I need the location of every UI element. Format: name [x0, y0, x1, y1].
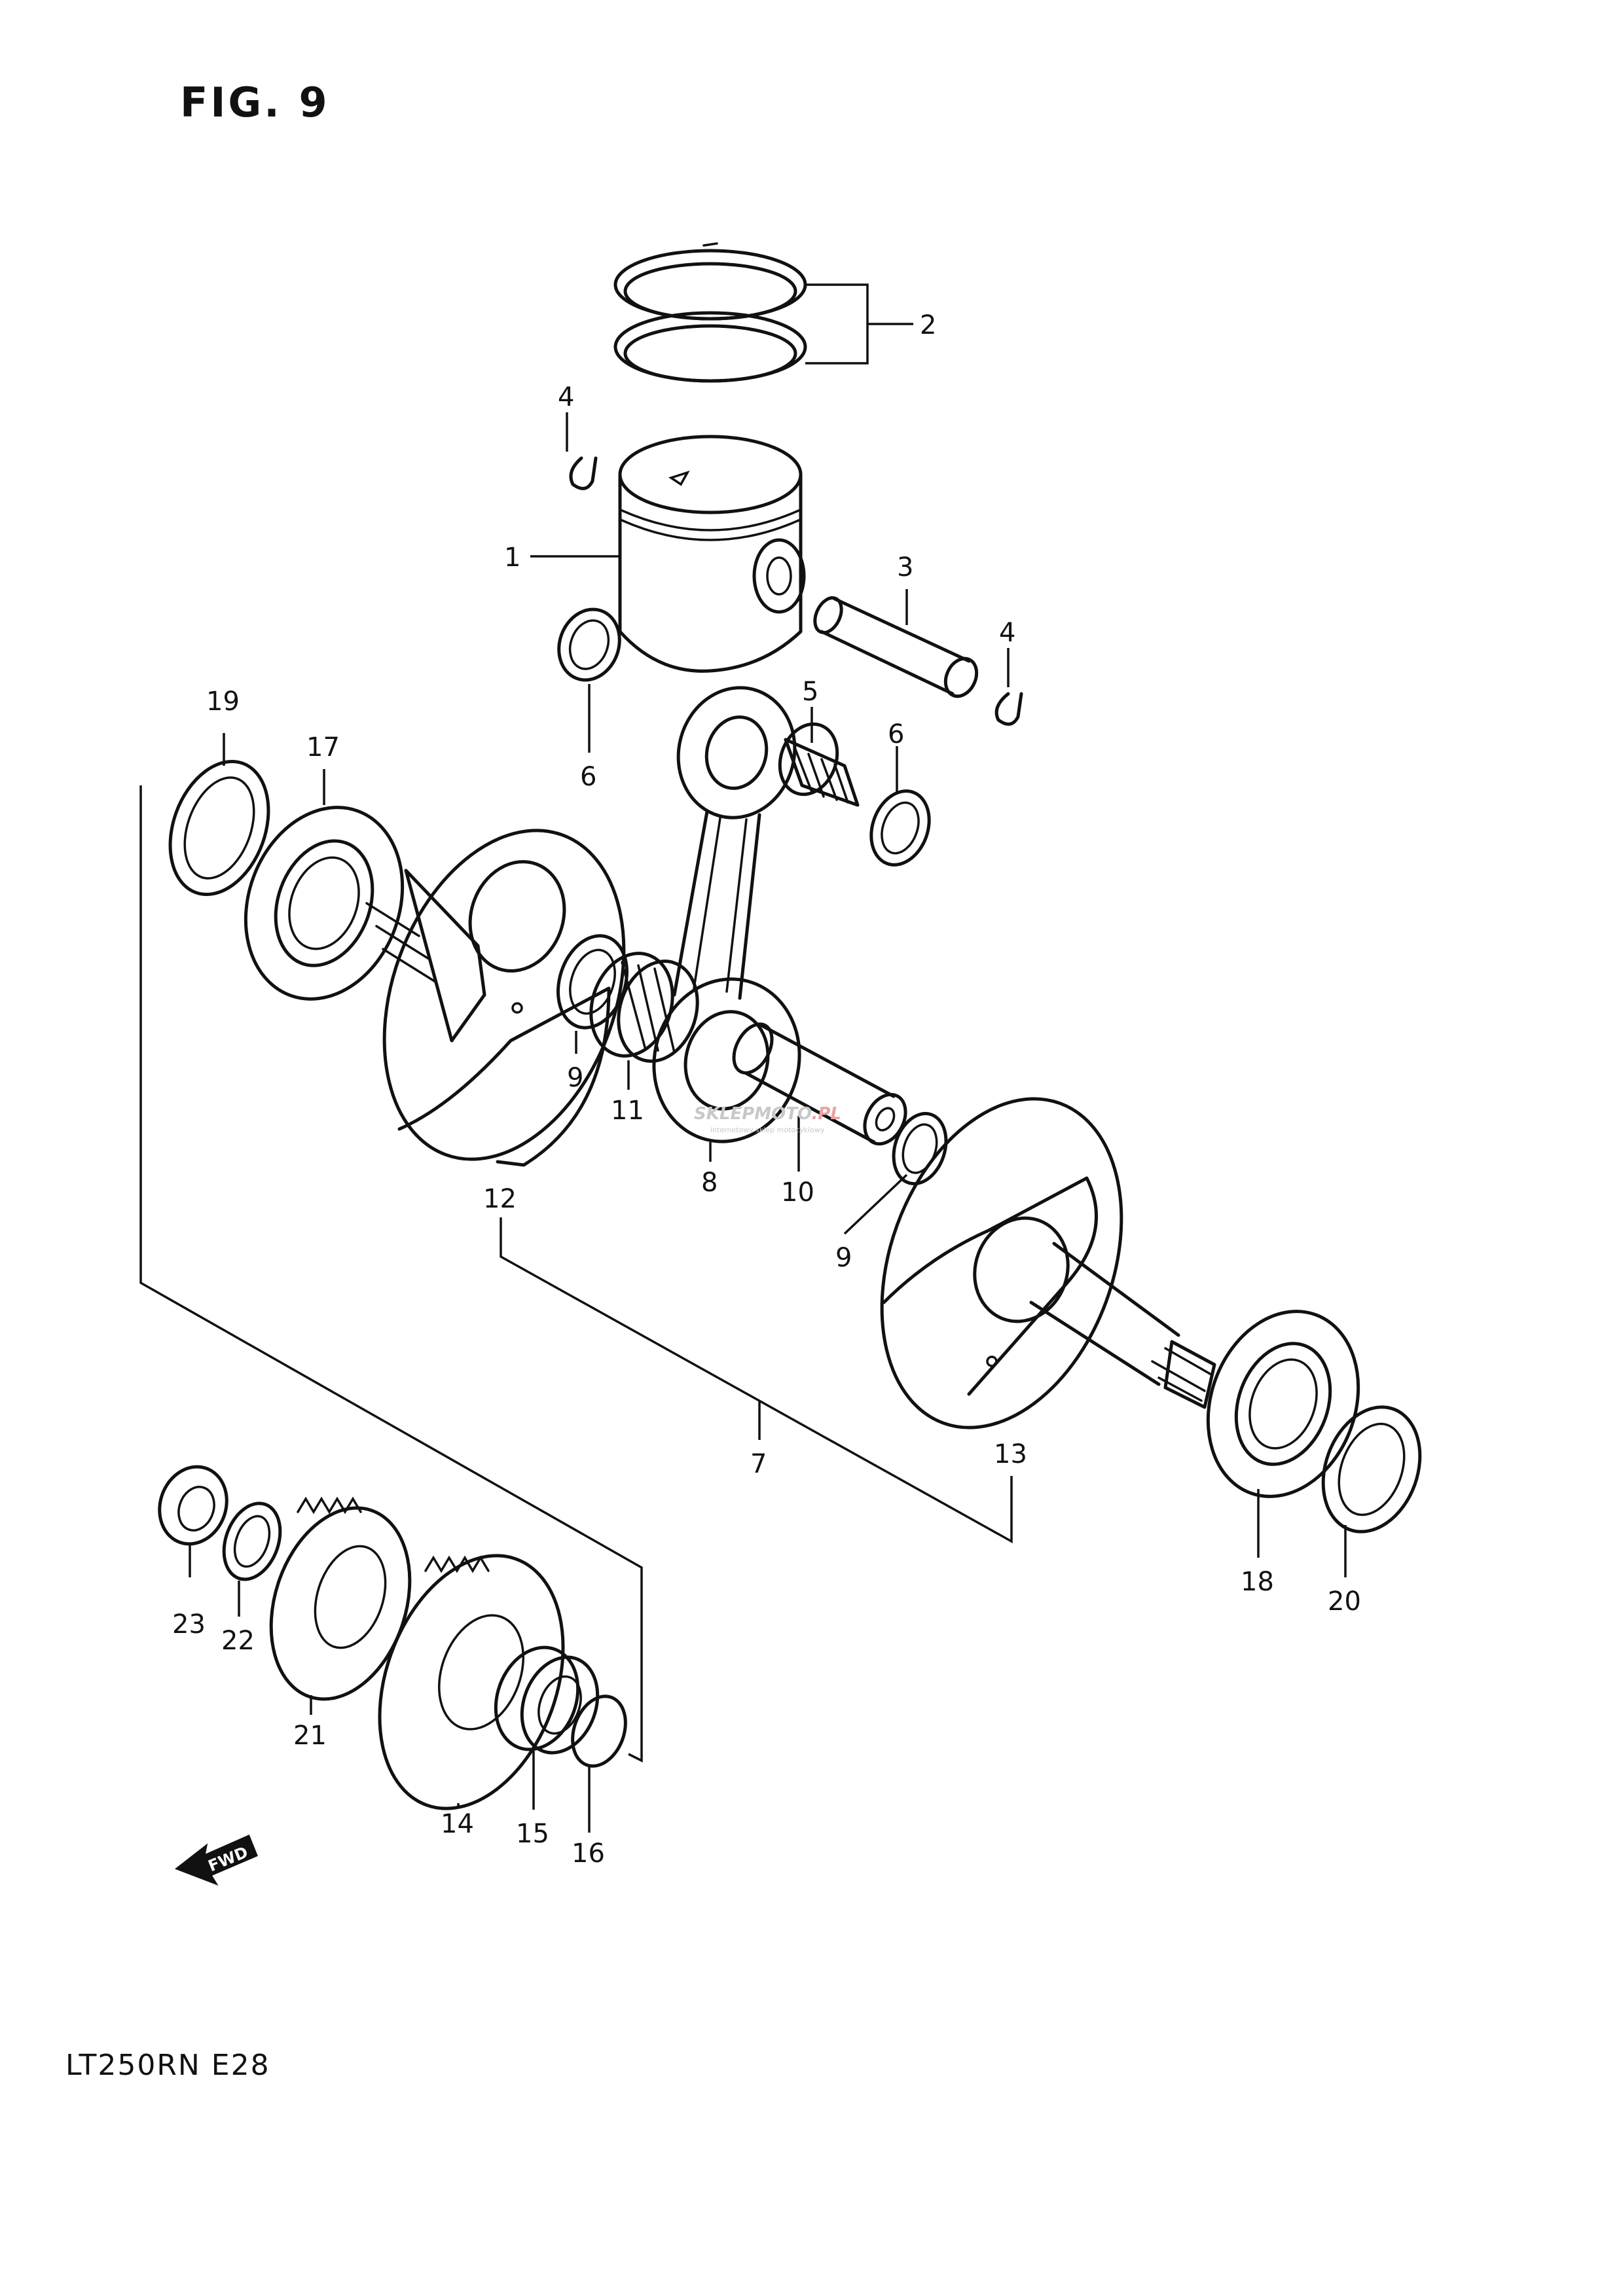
circlip-16	[571, 1695, 627, 1768]
watermark-brand-a: SKLEPMOTO	[694, 1104, 812, 1124]
forward-direction-arrow: FWD	[174, 1835, 258, 1886]
needle-bearing-small-end	[778, 722, 860, 807]
circlip-left	[569, 456, 598, 490]
callout-16: 16	[572, 1839, 605, 1869]
callout-8: 8	[701, 1168, 718, 1198]
watermark-brand-b: .PL	[812, 1104, 842, 1124]
gear-21	[269, 1496, 412, 1701]
callout-21: 21	[293, 1721, 327, 1751]
thrust-washer-lower	[869, 789, 931, 867]
circlip-right	[994, 692, 1023, 726]
callout-5: 5	[802, 677, 818, 707]
callout-9-left: 9	[567, 1063, 583, 1093]
callout-4-left: 4	[558, 382, 574, 412]
callout-9-right: 9	[835, 1243, 852, 1273]
callout-4-right: 4	[999, 618, 1015, 648]
callout-11: 11	[611, 1096, 644, 1126]
callout-2: 2	[920, 310, 936, 340]
connecting-rod	[652, 686, 801, 1143]
bush-15	[494, 1645, 600, 1755]
model-code: LT250RN E28	[65, 2049, 270, 2082]
thrust-washer-upper	[557, 607, 621, 682]
leader-lines	[189, 283, 1347, 1833]
oil-seal-right	[1321, 1405, 1422, 1534]
watermark: SKLEPMOTO.PL internetowy sklep motocyklo…	[694, 1104, 841, 1134]
callout-labels: 1 2 3 4 4 5 6 6 7 8 9 9 10 11 12 13 14 1…	[172, 310, 1361, 1869]
gear-14	[378, 1554, 565, 1810]
callout-6-lower: 6	[888, 719, 904, 749]
callout-20: 20	[1328, 1587, 1361, 1617]
callout-14: 14	[441, 1809, 474, 1839]
callout-17: 17	[306, 732, 340, 762]
callout-10: 10	[781, 1177, 814, 1208]
piston-pin	[813, 596, 979, 698]
callout-18: 18	[1241, 1567, 1274, 1597]
crank-bearing-left	[244, 806, 405, 1001]
callout-22: 22	[221, 1626, 255, 1656]
callout-15: 15	[516, 1819, 549, 1849]
washer-nut	[222, 1501, 282, 1581]
crankshaft-half-right	[880, 1097, 1216, 1429]
callout-1: 1	[504, 543, 520, 573]
oil-seal-left	[168, 759, 270, 897]
bracket-assembly-outer	[139, 785, 643, 1763]
callout-23: 23	[172, 1609, 206, 1640]
figure-title: FIG. 9	[180, 79, 330, 126]
crankshaft-half-left	[365, 829, 626, 1167]
piston-rings	[613, 242, 807, 383]
svg-text:SKLEPMOTO.PL: SKLEPMOTO.PL	[694, 1104, 841, 1124]
callout-7: 7	[750, 1449, 767, 1479]
bracket-crank-7	[500, 1217, 1013, 1543]
callout-12: 12	[483, 1184, 517, 1214]
crank-bearing-right	[1206, 1310, 1360, 1498]
callout-19: 19	[206, 687, 240, 717]
nut	[158, 1465, 228, 1546]
crank-washer-right	[892, 1111, 948, 1186]
watermark-tagline: internetowy sklep motocyklowy	[710, 1126, 825, 1134]
callout-3: 3	[897, 552, 913, 583]
needle-bearing-big-end	[589, 952, 699, 1063]
callout-13: 13	[994, 1439, 1027, 1469]
piston	[618, 435, 806, 673]
callout-6-upper: 6	[580, 762, 596, 792]
